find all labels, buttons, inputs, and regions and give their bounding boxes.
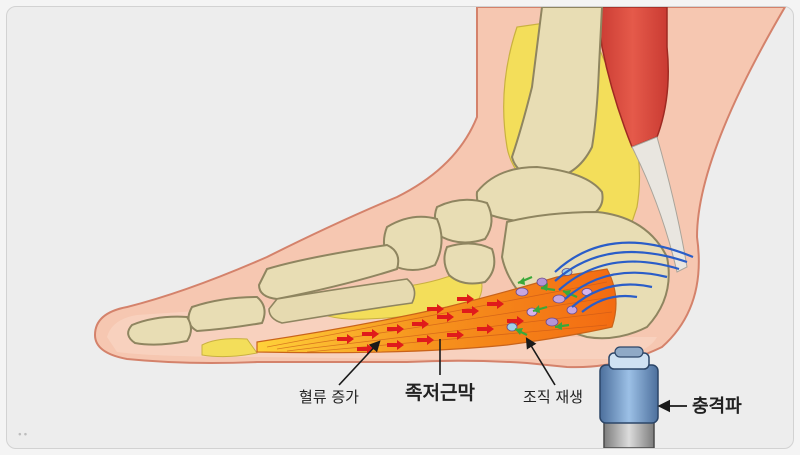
flow-arrow: [462, 306, 479, 316]
flow-arrow: [477, 324, 494, 334]
cell: [515, 287, 529, 297]
cuneiform-bone: [443, 242, 496, 285]
flow-arrow: [362, 329, 379, 339]
flow-arrow: [337, 334, 354, 344]
label-plantar-fascia: 족저근막: [405, 382, 475, 404]
blood-flow-pointer: [338, 340, 381, 386]
flow-arrow: [507, 316, 524, 326]
foot-anatomy-diagram: 혈류 증가 족저근막 조직 재생 충격파: [93, 7, 787, 448]
regen-cells: [506, 268, 593, 332]
cell: [506, 322, 518, 332]
forefoot-fat: [201, 338, 258, 358]
shockwave-arcs: [554, 241, 694, 313]
cell: [566, 305, 578, 315]
regen-arrowheads: [515, 277, 571, 335]
flow-arrow: [487, 299, 504, 309]
label-tissue-regen: 조직 재생: [523, 388, 583, 406]
shockwave-device: [599, 346, 659, 448]
flow-arrow: [412, 319, 429, 329]
distal-phalanx: [127, 315, 192, 346]
talus-bone: [475, 165, 604, 224]
navicular-bone: [433, 198, 493, 244]
flow-arrow: [457, 294, 474, 304]
cell: [545, 317, 559, 327]
metatarsal-2: [268, 278, 416, 324]
metatarsal-1: [257, 243, 400, 301]
flow-arrow: [417, 335, 434, 345]
diagram-frame: 혈류 증가 족저근막 조직 재생 충격파 ∙∙: [6, 6, 794, 449]
cell: [552, 294, 566, 304]
flow-arrow: [437, 312, 454, 322]
achilles-tendon: [631, 136, 688, 273]
flow-arrow: [427, 304, 444, 314]
label-shockwave: 충격파: [692, 396, 742, 417]
flow-arrow: [387, 324, 404, 334]
flow-arrow: [387, 340, 404, 350]
corner-marker: ∙∙: [17, 430, 29, 440]
regen-pointer: [525, 337, 556, 386]
flow-arrow: [447, 330, 464, 340]
cell: [536, 277, 548, 287]
label-blood-flow: 혈류 증가: [299, 388, 359, 406]
